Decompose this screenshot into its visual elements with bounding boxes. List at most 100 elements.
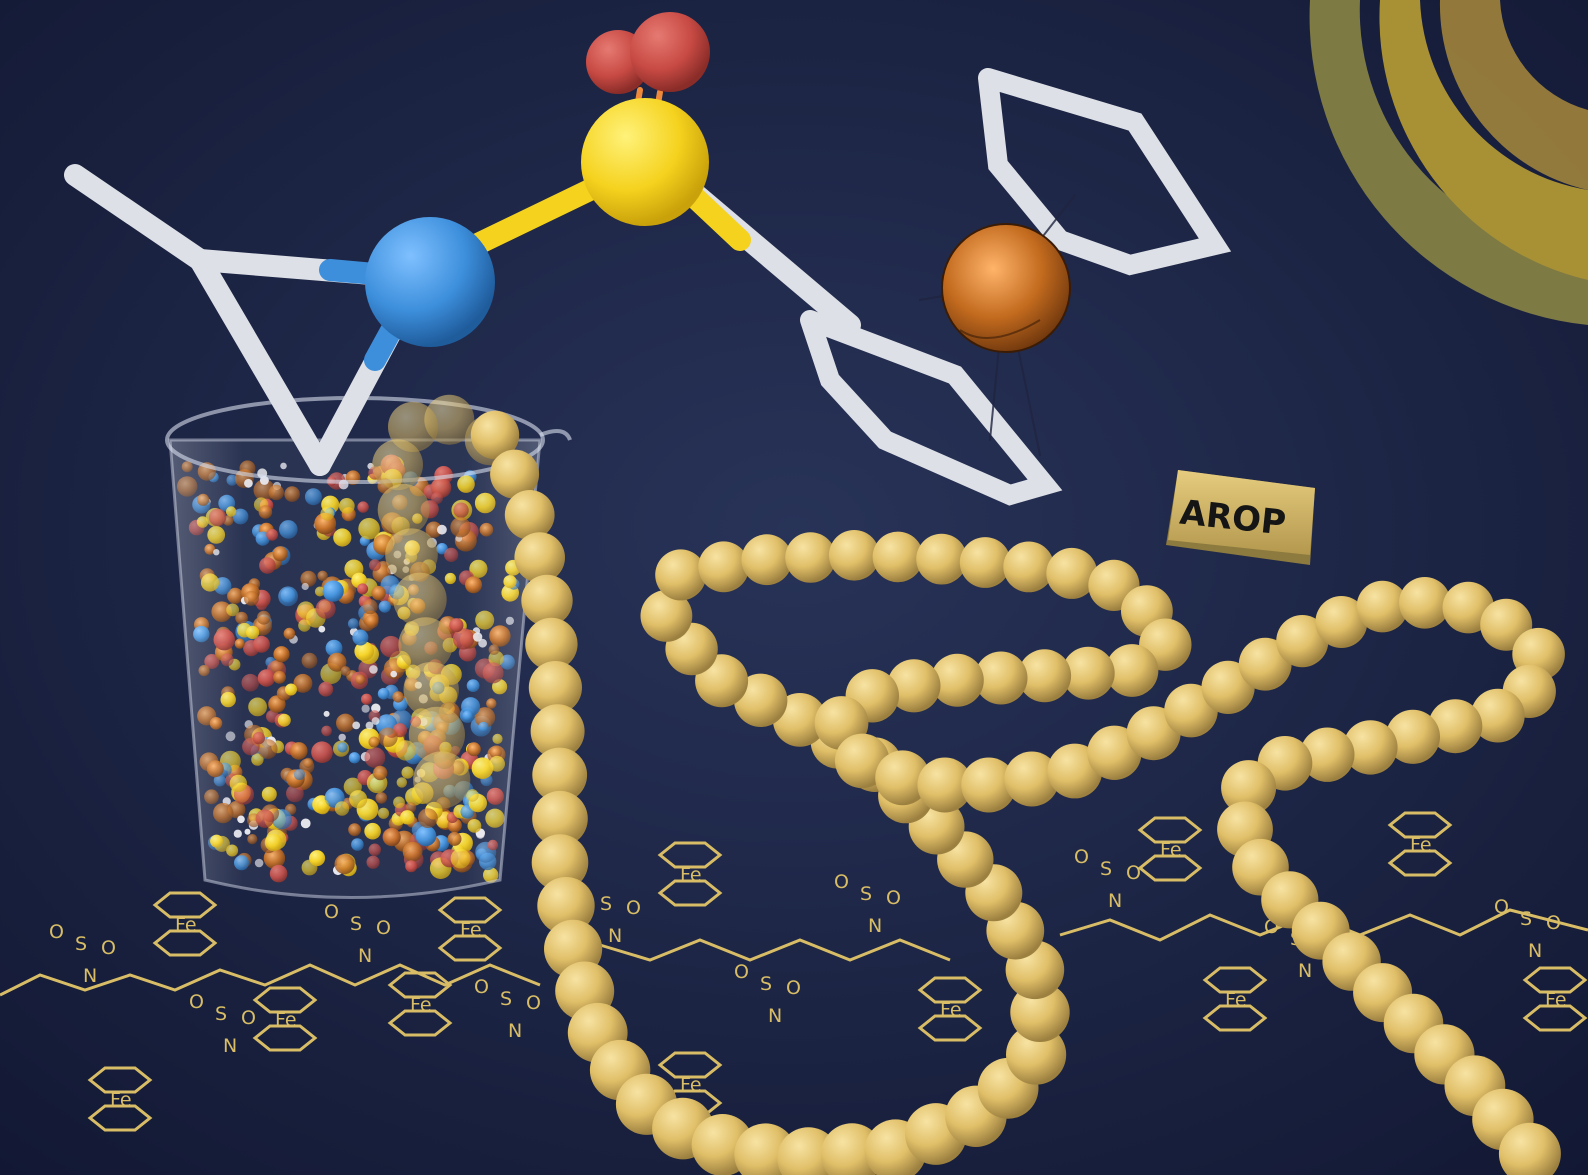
- cp-ring: [252, 986, 318, 1014]
- polymer-bead: [403, 662, 459, 718]
- polymer-bead: [872, 531, 924, 583]
- polymer-bead: [1385, 709, 1440, 764]
- polymer-bead: [741, 534, 793, 586]
- cp-ring: [657, 879, 723, 907]
- formula-label-s: S: [1100, 858, 1112, 880]
- cp-ring: [917, 1014, 983, 1042]
- polymer-bead: [961, 757, 1017, 813]
- polymer-bead: [1018, 649, 1072, 703]
- formula-label-n: N: [868, 915, 882, 937]
- polymer-bead: [655, 549, 707, 601]
- formula-label-o: O: [786, 977, 801, 999]
- polymer-bead: [490, 449, 540, 499]
- formula-label-fe: Fe: [275, 1009, 297, 1031]
- polymer-bead: [1105, 644, 1159, 697]
- formula-label-o: O: [526, 992, 541, 1014]
- sulfur-atom: [581, 98, 709, 226]
- formula-label-s: S: [760, 973, 772, 995]
- cp-ring: [1387, 811, 1453, 839]
- formula-label-o: O: [1494, 896, 1509, 918]
- formula-label-o: O: [1546, 912, 1561, 934]
- polymer-bead: [698, 541, 750, 593]
- formula-label-fe: Fe: [1225, 989, 1247, 1011]
- formula-label-n: N: [508, 1020, 522, 1042]
- formula-label-n: N: [1108, 890, 1122, 912]
- cp-ring: [1522, 1004, 1588, 1032]
- cp-ring: [87, 1104, 153, 1132]
- polymer-bead: [1428, 699, 1483, 754]
- backbone: [0, 963, 541, 997]
- polymer-bead: [408, 706, 465, 763]
- cp-ring: [437, 934, 503, 962]
- cp-ring: [387, 971, 453, 999]
- polymer-bead: [1004, 751, 1060, 807]
- formula-label-o: O: [101, 937, 116, 959]
- formula-label-o: O: [189, 991, 204, 1013]
- polymer-bead: [828, 530, 880, 581]
- cp-ring: [387, 1009, 453, 1037]
- polymer-bead: [875, 750, 930, 806]
- cp-ring: [1202, 1004, 1268, 1032]
- formula-label-o: O: [241, 1007, 256, 1029]
- polymer-bead: [514, 532, 565, 583]
- polymer-bead: [393, 572, 447, 627]
- formula-label-s: S: [860, 883, 872, 905]
- polymer-bead: [1315, 596, 1368, 648]
- polymer-bead: [1010, 982, 1070, 1042]
- cp-ring: [1137, 816, 1203, 844]
- formula-label-fe: Fe: [680, 864, 702, 886]
- formula-label-o: O: [1074, 846, 1089, 868]
- polymer-bead: [1046, 547, 1098, 599]
- cp-ring: [437, 896, 503, 924]
- cp-ring: [1522, 966, 1588, 994]
- formula-label-s: S: [1520, 908, 1532, 930]
- polymer-bead: [521, 574, 573, 627]
- cp-ring: [1202, 966, 1268, 994]
- formula-label-o: O: [324, 901, 339, 923]
- polymer-bead: [1470, 688, 1525, 743]
- formula-label-n: N: [768, 1005, 782, 1027]
- formula-label-s: S: [500, 988, 512, 1010]
- atoms: [365, 12, 1071, 353]
- polymer-bead: [504, 490, 555, 540]
- polymer-bead: [959, 537, 1011, 588]
- polymer-bead: [470, 410, 520, 460]
- arop-label-card: AROP: [1166, 470, 1315, 565]
- polymer-bead: [1276, 615, 1329, 668]
- formula-label-fe: Fe: [110, 1089, 132, 1111]
- polymer-bead-chain: [372, 394, 1565, 1175]
- formula-label-n: N: [358, 945, 372, 967]
- formula-label-n: N: [83, 965, 97, 987]
- formula-label-s: S: [350, 913, 362, 935]
- polymer-bead: [530, 704, 585, 759]
- polymer-bead: [917, 757, 973, 813]
- backbone: [599, 938, 951, 962]
- cp-ring: [917, 976, 983, 1004]
- polymer-bead: [1399, 577, 1451, 629]
- polymer-bead: [1061, 646, 1115, 700]
- cp-ring: [152, 929, 218, 957]
- formula-label-o: O: [626, 897, 641, 919]
- cp-ring: [1137, 854, 1203, 882]
- cp-ring: [657, 1051, 723, 1079]
- formula-label-fe: Fe: [410, 994, 432, 1016]
- polymer-bead: [398, 617, 453, 672]
- formula-label-n: N: [223, 1035, 237, 1057]
- formula-label-s: S: [215, 1003, 227, 1025]
- polymer-bead: [385, 528, 438, 581]
- polymer-bead: [640, 590, 693, 642]
- polymer-bead: [413, 751, 471, 809]
- formula-label-fe: Fe: [1545, 989, 1567, 1011]
- cp-ring: [87, 1066, 153, 1094]
- polymer-bead: [974, 651, 1028, 705]
- polymer-bead: [528, 661, 583, 715]
- formula-label-fe: Fe: [460, 919, 482, 941]
- polymer-bead: [537, 877, 595, 935]
- polymer-bead: [1498, 1122, 1561, 1175]
- polymer-bead: [1221, 760, 1277, 816]
- polymer-structure-formula: FeFeFeFeFeFeFeFeFeFeFeFeSOONSOONSOONSOON…: [0, 811, 1588, 1132]
- polymer-bead: [1356, 580, 1409, 633]
- polymer-bead: [930, 653, 984, 707]
- cp-ring: [252, 1024, 318, 1052]
